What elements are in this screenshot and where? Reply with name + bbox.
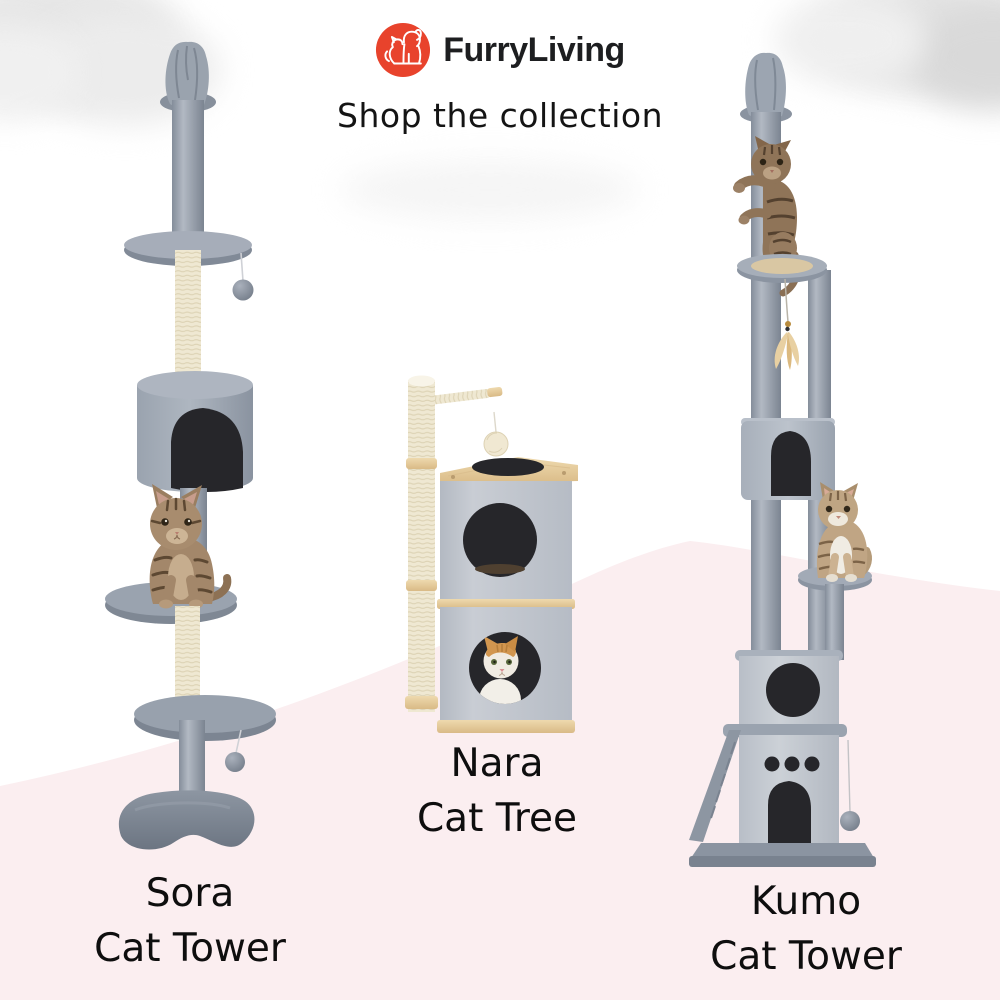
sora-kitten <box>149 484 232 609</box>
product-sora-label[interactable]: Sora Cat Tower <box>40 866 340 976</box>
sora-pom-toy <box>225 752 245 772</box>
sora-upper-pole <box>172 100 204 250</box>
nara-sisal-pole <box>408 380 435 712</box>
product-kumo-image[interactable] <box>675 52 890 867</box>
product-kumo-label[interactable]: Kumo Cat Tower <box>656 874 956 984</box>
collection-tagline: Shop the collection <box>337 96 663 135</box>
nara-ball-toy <box>483 431 509 457</box>
kumo-ramp <box>689 730 741 842</box>
kumo-condo-opening <box>771 431 811 496</box>
nara-peeking-cat <box>479 636 521 704</box>
sora-platform-3 <box>134 695 276 733</box>
kumo-sitting-cat <box>816 482 872 582</box>
kumo-upper-house-hole <box>766 663 820 717</box>
nara-upper-hole <box>463 503 537 577</box>
dog-and-cat-logo-icon <box>376 22 431 78</box>
kumo-pom-toy <box>840 811 860 831</box>
kumo-base <box>691 843 874 858</box>
nara-type: Cat Tree <box>416 796 578 841</box>
sora-sisal-post-2 <box>175 606 200 708</box>
sora-ball-toy <box>232 279 254 301</box>
product-nara-image[interactable] <box>398 372 613 734</box>
brand-name: FurryLiving <box>443 30 625 69</box>
sora-condo-opening <box>171 408 243 492</box>
brand-logo[interactable]: FurryLiving <box>0 22 1000 78</box>
kumo-feather-toy <box>774 278 799 370</box>
nara-top-opening <box>472 458 544 476</box>
nara-branch <box>425 386 503 405</box>
sora-platform-1 <box>124 231 252 259</box>
product-nara-label[interactable]: Nara Cat Tree <box>347 736 647 846</box>
nara-base-board <box>437 720 575 733</box>
kumo-house-door <box>768 781 811 847</box>
nara-name: Nara <box>450 741 544 786</box>
product-sora-image[interactable] <box>95 40 335 865</box>
kumo-ledge <box>723 724 847 737</box>
header: FurryLiving Shop the collection <box>0 22 1000 135</box>
kumo-type: Cat Tower <box>710 934 902 979</box>
kumo-name: Kumo <box>750 879 862 924</box>
sora-sisal-post-1 <box>175 250 201 390</box>
sora-base <box>118 790 255 850</box>
sora-name: Sora <box>145 871 235 916</box>
sora-type: Cat Tower <box>94 926 286 971</box>
